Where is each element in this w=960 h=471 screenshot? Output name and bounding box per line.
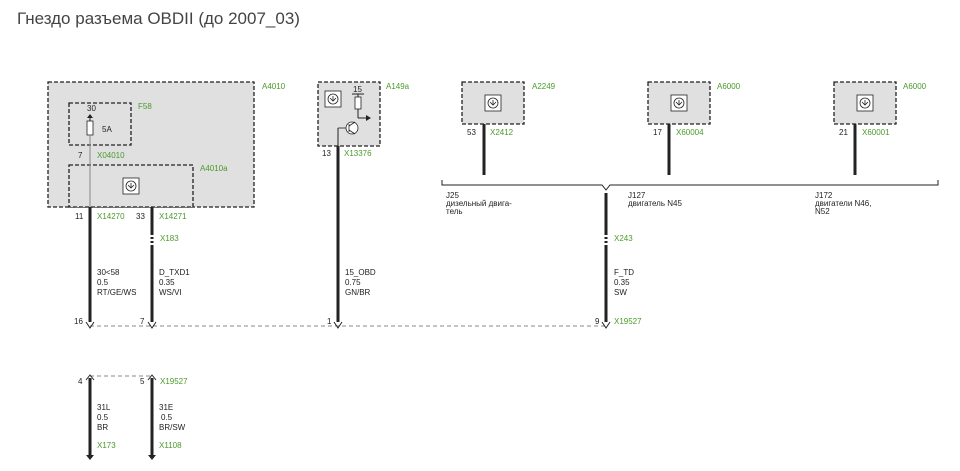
w6-size: 0.5 (161, 413, 173, 422)
obd-pin-5: 5 (140, 377, 145, 386)
x14270-pin: 11 (75, 212, 84, 221)
fuse-icon (86, 120, 94, 136)
page-title: Гнездо разъема OBDII (до 2007_03) (17, 9, 300, 28)
a6000-2-label: A6000 (903, 82, 927, 91)
w5-color: BR (97, 423, 108, 432)
a6000-1-ground-icon (670, 94, 688, 112)
a6000-module-2 (833, 81, 897, 125)
x1108-label: X1108 (159, 441, 182, 450)
obd-pin-4: 4 (78, 377, 83, 386)
w4-name: F_TD (614, 268, 634, 277)
x173-ground-terminal (86, 455, 94, 460)
a4010a-ground-icon (122, 177, 140, 195)
x19527-label-b: X19527 (160, 377, 188, 386)
a149a-pin: 15 (353, 85, 362, 94)
x60001-pin: 21 (839, 128, 848, 137)
obd-pin-9: 9 (595, 317, 600, 326)
j172-line1: двигатели N46, (815, 199, 871, 208)
variant-brace (441, 180, 939, 191)
j25-line2: тель (446, 207, 463, 216)
a4010a-label: A4010a (200, 164, 228, 173)
w2-size: 0.35 (159, 278, 175, 287)
j25-line1: дизельный двига- (446, 199, 512, 208)
w3-name: 15_OBD (345, 268, 376, 277)
x173-label: X173 (97, 441, 116, 450)
obd-pin-1: 1 (327, 317, 332, 326)
w5-size: 0.5 (97, 413, 109, 422)
a6000-1-label: A6000 (717, 82, 741, 91)
j172-line2: N52 (815, 207, 830, 216)
obd-pin-16: 16 (74, 317, 83, 326)
a149a-label: A149a (386, 82, 410, 91)
w4-size: 0.35 (614, 278, 630, 287)
x14271-pin: 33 (136, 212, 145, 221)
x13376-label: X13376 (344, 149, 372, 158)
a4010-label: A4010 (262, 82, 286, 91)
a2249-module (461, 81, 525, 125)
w1-size: 0.5 (97, 278, 109, 287)
f58-fuse-box (68, 102, 132, 146)
x60004-label: X60004 (676, 128, 704, 137)
fuse-pin-number: 30 (87, 104, 96, 113)
j25-code: J25 (446, 191, 459, 200)
w3-size: 0.75 (345, 278, 361, 287)
x2412-label: X2412 (490, 128, 514, 137)
x13376-pin: 13 (322, 149, 331, 158)
f58-label: F58 (138, 102, 152, 111)
x04010-label: X04010 (97, 151, 125, 160)
a6000-2-ground-icon (856, 94, 874, 112)
a149a-ground-icon (324, 90, 342, 108)
fuse-rating: 5A (102, 125, 112, 134)
w4-color: SW (614, 288, 627, 297)
x60001-label: X60001 (862, 128, 890, 137)
w1-name: 30<58 (97, 268, 120, 277)
x04010-pin: 7 (78, 151, 83, 160)
w2-name: D_TXD1 (159, 268, 190, 277)
x243-label: X243 (614, 234, 633, 243)
x1108-ground-terminal (148, 455, 156, 460)
x60004-pin: 17 (653, 128, 662, 137)
w3-color: GN/BR (345, 288, 371, 297)
j172-code: J172 (815, 191, 833, 200)
a2249-label: A2249 (532, 82, 556, 91)
w6-color: BR/SW (159, 423, 186, 432)
j127-line1: двигатель N45 (628, 199, 682, 208)
w5-name: 31L (97, 403, 111, 412)
x2412-pin: 53 (467, 128, 476, 137)
x14270-label: X14270 (97, 212, 125, 221)
w1-color: RT/GE/WS (97, 288, 136, 297)
x183-label: X183 (160, 234, 179, 243)
x19527-label-a: X19527 (614, 317, 642, 326)
x14271-label: X14271 (159, 212, 187, 221)
w2-color: WS/VI (159, 288, 182, 297)
j127-code: J127 (628, 191, 646, 200)
obd-pin-7: 7 (140, 317, 145, 326)
a2249-ground-icon (484, 94, 502, 112)
w6-name: 31E (159, 403, 173, 412)
